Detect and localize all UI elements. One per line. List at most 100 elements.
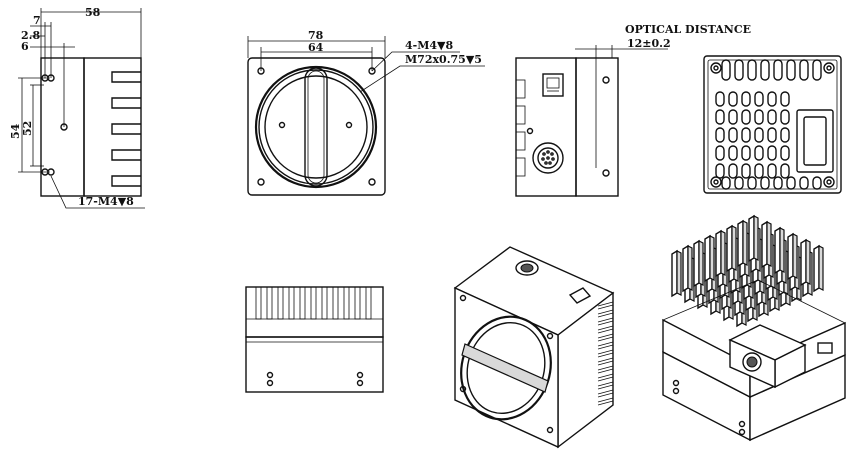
fin-slot [332, 286, 339, 320]
rear-slot [715, 109, 725, 125]
rear-slot [741, 145, 751, 161]
iso-fin [597, 381, 614, 387]
iso-fin [597, 312, 614, 318]
rear-slot [812, 59, 822, 81]
heatsink-fin [748, 214, 755, 263]
dim-front-thread: 4-M4▼8 [405, 39, 454, 52]
heatsink-fin-side [805, 239, 811, 285]
heatsink-fin-side [731, 225, 737, 271]
rear-slot [741, 91, 751, 107]
fin-slot [299, 286, 306, 320]
fin-slot [288, 286, 295, 320]
fin-slot [255, 286, 262, 320]
rear-slot [754, 163, 764, 179]
side-view: 58 7 2.8 6 54 52 17-M4▼8 [9, 6, 145, 209]
rear-slot [728, 91, 738, 107]
isometric-lens-view [453, 246, 615, 449]
heatsink-fin-side [766, 221, 772, 267]
rear-slot [747, 176, 757, 190]
dim-height-inner: 52 [21, 121, 34, 136]
iso-fin [597, 325, 614, 331]
fin-slot [354, 286, 361, 320]
iso-fin [597, 397, 614, 403]
fin-slot [266, 286, 273, 320]
dim-optical-title: OPTICAL DISTANCE [625, 23, 751, 36]
heatsink-fin-side [818, 245, 824, 291]
heatsink-fin [813, 244, 820, 293]
rear-slot [773, 59, 783, 81]
rear-slot [760, 59, 770, 81]
iso-fin [597, 400, 614, 406]
iso-fin [597, 365, 614, 371]
dim-front-mount: M72x0.75▼5 [405, 53, 482, 66]
rear-slot [767, 127, 777, 143]
rear-slot [754, 91, 764, 107]
dim-front-width: 78 [308, 29, 324, 42]
iso-fin [597, 384, 614, 390]
heatsink-fin [693, 239, 700, 288]
rear-view [703, 55, 842, 194]
dim-width-total: 58 [85, 6, 101, 19]
heatsink-fin [800, 238, 807, 287]
iso-fin [597, 368, 614, 374]
iso-fin [597, 328, 614, 334]
rear-slot [728, 145, 738, 161]
rear-slot [780, 109, 790, 125]
heatsink-fin [671, 249, 678, 298]
fin-slots [246, 286, 383, 320]
rear-slot [728, 163, 738, 179]
iso-fin [597, 301, 614, 307]
rear-corner-screws [710, 62, 835, 188]
iso-fin [597, 309, 614, 315]
iso-fin [597, 360, 614, 366]
heatsink-fin-side [742, 220, 748, 266]
iso-fin [597, 389, 614, 395]
rear-slot [728, 127, 738, 143]
rear-slot [734, 59, 744, 81]
rear-slot [754, 127, 764, 143]
connector-pins [541, 150, 555, 165]
iso-fin [597, 336, 614, 342]
connector-side-view: OPTICAL DISTANCE 12±0.2 [515, 23, 751, 197]
rear-slot [754, 145, 764, 161]
iso-fin [597, 333, 614, 339]
dim-offset-2-8: 2.8 [21, 29, 40, 42]
fins-front-view [245, 286, 384, 393]
rear-slot [747, 59, 757, 81]
iso-fin [597, 373, 614, 379]
rear-slot [767, 91, 777, 107]
dim-offset-7: 7 [33, 14, 41, 27]
isometric-heatsink-view [662, 214, 846, 442]
heatsink-base-top [662, 279, 846, 366]
heatsink-fin [682, 244, 689, 293]
iso-fin [597, 320, 614, 326]
rear-slot [760, 176, 770, 190]
fin-slot [277, 286, 284, 320]
dim-front-inner: 64 [308, 41, 324, 54]
side-view-fins [111, 71, 141, 187]
rear-slot [721, 176, 731, 190]
rear-slot [715, 145, 725, 161]
heatsink-fin-side [792, 233, 798, 279]
rear-slot [715, 163, 725, 179]
rear-slot [741, 127, 751, 143]
rear-slot [799, 59, 809, 81]
heatsink-fin-side [687, 245, 693, 291]
heatsink-fin [726, 224, 733, 273]
rear-slot [741, 163, 751, 179]
heatsink-fin-side [676, 250, 682, 296]
front-view: 78 64 4-M4▼8 M72x0.75▼5 [247, 29, 485, 196]
rear-slot [780, 145, 790, 161]
rear-slot [799, 176, 809, 190]
rear-slot [812, 176, 822, 190]
rear-slot [780, 127, 790, 143]
rear-slots [715, 59, 822, 190]
rear-slot [715, 91, 725, 107]
heatsink-fin [715, 229, 722, 278]
heatsink-fin-side [753, 215, 759, 261]
fin-slot [310, 286, 317, 320]
rear-slot [721, 59, 731, 81]
dim-offset-6: 6 [21, 40, 29, 53]
dim-optical-value: 12±0.2 [627, 37, 671, 50]
